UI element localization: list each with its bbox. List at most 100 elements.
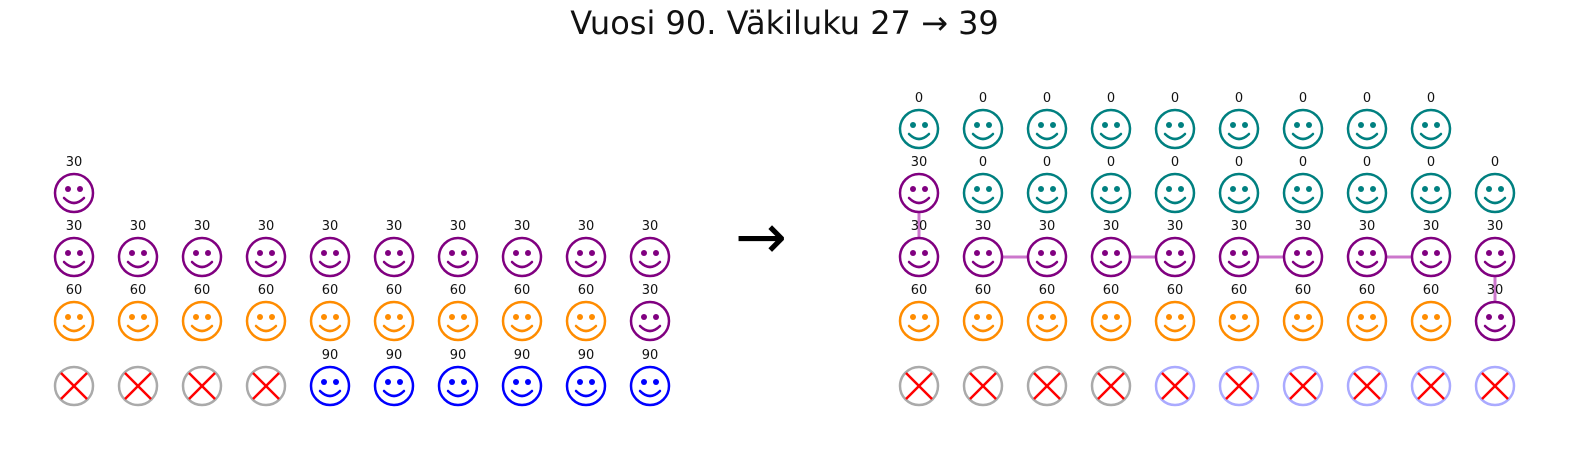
smile-mouth xyxy=(574,389,598,398)
eye xyxy=(1038,186,1044,192)
smile-mouth xyxy=(1291,324,1315,333)
age-label: 30 xyxy=(642,219,659,234)
smiley-face-icon xyxy=(1410,300,1452,342)
eye xyxy=(1114,250,1120,256)
age-label: 60 xyxy=(1167,283,1184,298)
smile-mouth xyxy=(1227,132,1251,141)
before-person: 30 xyxy=(373,219,415,278)
after-deceased-marker xyxy=(1346,365,1388,407)
age-label: 30 xyxy=(514,219,531,234)
eye xyxy=(449,250,455,256)
eye xyxy=(1050,122,1056,128)
smile-mouth xyxy=(126,324,150,333)
after-deceased-marker xyxy=(1474,365,1516,407)
eye xyxy=(321,314,327,320)
smile-mouth xyxy=(1419,324,1443,333)
cross-mark-icon xyxy=(1481,372,1509,400)
smile-mouth xyxy=(446,389,470,398)
age-label: 30 xyxy=(66,219,83,234)
eye xyxy=(65,314,71,320)
eye xyxy=(461,314,467,320)
before-person: 30 xyxy=(629,219,671,278)
smile-mouth xyxy=(510,260,534,269)
smiley-face-icon xyxy=(1218,108,1260,150)
eye xyxy=(1294,122,1300,128)
cross-mark-icon xyxy=(969,372,997,400)
smiley-face-icon xyxy=(309,236,351,278)
eye xyxy=(257,250,263,256)
smile-mouth xyxy=(1163,196,1187,205)
smiley-face-icon xyxy=(1026,172,1068,214)
eye xyxy=(1434,314,1440,320)
smiley-face-icon xyxy=(373,236,415,278)
age-label: 30 xyxy=(66,155,83,170)
before-person: 60 xyxy=(181,283,223,342)
age-label: 60 xyxy=(194,283,211,298)
eye xyxy=(1166,250,1172,256)
smile-mouth xyxy=(1483,324,1507,333)
eye xyxy=(653,250,659,256)
age-label: 0 xyxy=(1235,91,1243,106)
eye xyxy=(1102,186,1108,192)
age-label: 0 xyxy=(1427,91,1435,106)
smiley-face-icon xyxy=(1090,300,1132,342)
eye xyxy=(397,314,403,320)
before-person: 60 xyxy=(245,283,287,342)
age-label: 60 xyxy=(1423,283,1440,298)
smiley-face-icon xyxy=(1026,236,1068,278)
smile-mouth xyxy=(1419,260,1443,269)
eye xyxy=(1166,314,1172,320)
eye xyxy=(1114,122,1120,128)
eye xyxy=(922,314,928,320)
eye xyxy=(1434,122,1440,128)
eye xyxy=(77,250,83,256)
age-label: 30 xyxy=(911,219,928,234)
before-person: 30 xyxy=(53,155,95,214)
after-person: 60 xyxy=(1346,283,1388,342)
after-person: 30 xyxy=(1474,219,1516,278)
eye xyxy=(1230,122,1236,128)
after-person: 0 xyxy=(898,91,940,150)
eye xyxy=(513,314,519,320)
after-deceased-marker xyxy=(1154,365,1196,407)
age-label: 0 xyxy=(1363,155,1371,170)
age-label: 90 xyxy=(386,348,403,363)
eye xyxy=(65,186,71,192)
eye xyxy=(577,250,583,256)
smile-mouth xyxy=(1227,260,1251,269)
eye xyxy=(1434,250,1440,256)
deceased-circle xyxy=(1218,365,1260,407)
eye xyxy=(1038,314,1044,320)
cross-mark-icon xyxy=(1353,372,1381,400)
smile-mouth xyxy=(62,260,86,269)
smile-mouth xyxy=(1355,260,1379,269)
smiley-face-icon xyxy=(309,300,351,342)
after-person: 30 xyxy=(898,219,940,278)
eye xyxy=(653,314,659,320)
before-person: 60 xyxy=(309,283,351,342)
eye xyxy=(1242,122,1248,128)
smile-mouth xyxy=(971,324,995,333)
smile-mouth xyxy=(1419,196,1443,205)
eye xyxy=(1306,122,1312,128)
age-label: 30 xyxy=(322,219,339,234)
smile-mouth xyxy=(1227,196,1251,205)
age-label: 90 xyxy=(578,348,595,363)
age-label: 0 xyxy=(1107,155,1115,170)
smile-mouth xyxy=(1483,260,1507,269)
age-label: 0 xyxy=(915,91,923,106)
cross-mark-icon xyxy=(60,372,88,400)
eye xyxy=(1242,314,1248,320)
eye xyxy=(641,314,647,320)
age-label: 30 xyxy=(1487,283,1504,298)
before-person: 90 xyxy=(309,348,351,407)
smile-mouth xyxy=(382,260,406,269)
smile-mouth xyxy=(318,389,342,398)
age-label: 30 xyxy=(911,155,928,170)
smiley-face-icon xyxy=(373,365,415,407)
eye xyxy=(1358,250,1364,256)
age-label: 0 xyxy=(1363,91,1371,106)
eye xyxy=(1050,314,1056,320)
age-label: 30 xyxy=(258,219,275,234)
after-person: 60 xyxy=(1282,283,1324,342)
